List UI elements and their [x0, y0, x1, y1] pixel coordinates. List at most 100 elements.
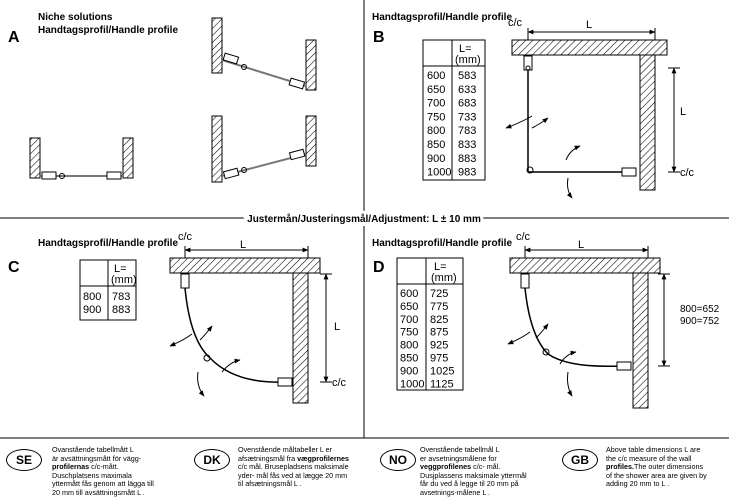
- se-line-4: Duschplatsens maximala: [52, 470, 132, 480]
- niche-diagonal: [211, 17, 317, 91]
- table-d-l-cell: 725: [430, 288, 448, 300]
- dk-line-2-bold: vægprofilernes: [297, 453, 350, 463]
- panel-c-cc-top: c/c: [178, 231, 193, 243]
- table-c-width-cell: 800: [83, 291, 101, 303]
- table-d-header-unit: (mm): [431, 272, 457, 284]
- no-line-2: er avsetningsmålene for: [420, 453, 497, 463]
- table-b-width-cell: 600: [427, 70, 445, 82]
- table-d-l-cell: 875: [430, 327, 448, 339]
- panel-c-title: Handtagsprofil/Handle profile: [38, 238, 178, 249]
- lang-badge-se: SE: [6, 449, 42, 471]
- panel-b-title: Handtagsprofil/Handle profile: [372, 12, 512, 23]
- table-d-width-cell: 850: [400, 353, 418, 365]
- table-d-l-cell: 1125: [430, 378, 454, 390]
- panel-d-wall-right: [632, 272, 649, 409]
- lang-badge-no: NO: [380, 449, 416, 471]
- panel-d-title: Handtagsprofil/Handle profile: [372, 238, 512, 249]
- table-b-width-cell: 750: [427, 111, 445, 123]
- no-line-4: Dusjplassens maksimale yttermål: [420, 470, 527, 480]
- table-d-width-cell: 1000: [400, 378, 424, 390]
- panel-d-side-note-1: 800=652: [680, 304, 720, 315]
- table-b-width-cell: 900: [427, 153, 445, 165]
- table-d-l-cell: 925: [430, 340, 448, 352]
- adjustment-caption: Justermån/Justeringsmål/Adjustment: L ± …: [247, 213, 481, 225]
- table-b-l-cell: 833: [458, 139, 476, 151]
- panel-a-title-2: Handtagsprofil/Handle profile: [38, 25, 178, 36]
- table-b-width-cell: 850: [427, 139, 445, 151]
- dk-line-1: Ovenstående måltabeller L er: [238, 445, 333, 454]
- panel-b-cc-top: c/c: [508, 17, 523, 29]
- table-d-l-cell: 1025: [430, 365, 454, 377]
- dk-line-5: til afsætningsmål L .: [238, 479, 302, 489]
- panel-c-l-vertical: L: [334, 321, 340, 333]
- table-d-width-cell: 750: [400, 327, 418, 339]
- table-b-header-l: L=: [459, 43, 472, 55]
- panel-a-title-1: Niche solutions: [38, 12, 113, 23]
- gb-line-1: Above table dimensions L are: [606, 445, 701, 454]
- no-line-3-bold: veggprofilenes: [420, 462, 472, 472]
- table-d-l-cell: 775: [430, 301, 448, 313]
- gb-line-3-bold: profiles.: [606, 462, 634, 472]
- no-line-3: c/c- mål.: [471, 462, 501, 472]
- dk-line-4: yder- mål fås ved at lægge 20 mm: [238, 470, 348, 480]
- panel-d-l-horizontal: L: [578, 239, 584, 251]
- table-b-width-cell: 650: [427, 84, 445, 96]
- table-c-l-cell: 783: [112, 291, 130, 303]
- table-c-width-cell: 900: [83, 304, 101, 316]
- panel-d-side-note-2: 900=752: [680, 316, 720, 327]
- table-b-l-cell: 683: [458, 98, 476, 110]
- panel-c-wall-right: [292, 272, 309, 404]
- table-d-width-cell: 700: [400, 314, 418, 326]
- panel-d-wall-top: [509, 257, 661, 274]
- panel-d: Handtagsprofil/Handle profile D L= (mm) …: [372, 231, 720, 409]
- gb-line-5: adding 20 mm to L .: [606, 479, 670, 489]
- panel-a: Niche solutions Handtagsprofil/Handle pr…: [8, 12, 317, 183]
- table-b-header-unit: (mm): [455, 54, 481, 66]
- table-b-l-cell: 733: [458, 111, 476, 123]
- table-d-width-cell: 600: [400, 288, 418, 300]
- table-d-width-cell: 800: [400, 340, 418, 352]
- dk-line-2: afsætningsmål fra: [238, 453, 298, 463]
- lang-badge-gb: GB: [562, 449, 598, 471]
- table-b-width-cell: 1000: [427, 167, 451, 179]
- panel-b-cc-right: c/c: [680, 167, 695, 179]
- no-line-6: avsetnings-målene L .: [420, 487, 491, 497]
- panel-c: Handtagsprofil/Handle profile C L= (mm) …: [8, 231, 347, 404]
- panel-b-wall-right: [639, 54, 656, 191]
- se-line-3: c/c-mått.: [89, 462, 119, 472]
- panel-b-l-horizontal: L: [586, 19, 592, 31]
- panel-b: Handtagsprofil/Handle profile B L= (mm) …: [372, 12, 695, 199]
- table-b-l-cell: 583: [458, 70, 476, 82]
- dk-line-3: c/c mål. Brusepladsens maksimale: [238, 462, 349, 472]
- table-c-header-unit: (mm): [111, 274, 137, 286]
- gb-line-2: the c/c measure of the wall: [606, 453, 692, 463]
- se-line-1: Ovanstående tabellmått L: [52, 445, 134, 454]
- panel-b-wall-top: [511, 39, 668, 56]
- table-b-width-cell: 800: [427, 125, 445, 137]
- se-line-2: är avsättningsmått för vägg-: [52, 453, 142, 463]
- table-d-l-cell: 975: [430, 353, 448, 365]
- panel-a-letter: A: [8, 29, 20, 46]
- panel-c-cc-right: c/c: [332, 377, 347, 389]
- no-line-5: får du ved å legge til 20 mm på: [420, 479, 519, 489]
- table-b-l-cell: 983: [458, 167, 476, 179]
- table-b-l-cell: 783: [458, 125, 476, 137]
- niche-angled: [211, 115, 317, 183]
- gb-line-3: The outer dimensions: [633, 462, 704, 472]
- panel-c-wall-top: [169, 257, 321, 274]
- panel-dividers: [0, 0, 729, 439]
- table-c-l-cell: 883: [112, 304, 130, 316]
- table-b-width-cell: 700: [427, 98, 445, 110]
- panel-c-letter: C: [8, 259, 20, 276]
- table-d-l-cell: 825: [430, 314, 448, 326]
- panel-d-cc-top: c/c: [516, 231, 531, 243]
- panel-c-l-horizontal: L: [240, 239, 246, 251]
- se-line-3-bold: profilernas: [52, 462, 90, 472]
- se-line-5: yttermått fås genom att lägga till: [52, 479, 154, 489]
- gb-line-4: of the shower area are given by: [606, 470, 707, 480]
- panel-d-letter: D: [373, 259, 385, 276]
- panel-b-l-vertical: L: [680, 106, 686, 118]
